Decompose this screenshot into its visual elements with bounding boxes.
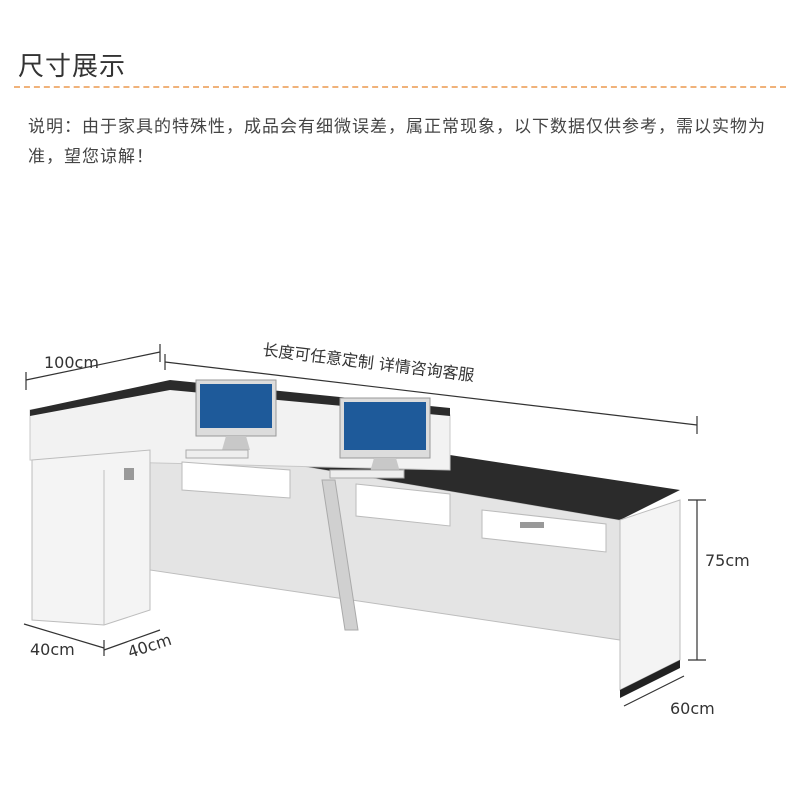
- disclaimer-note: 说明：由于家具的特殊性，成品会有细微误差，属正常现象，以下数据仅供参考，需以实物…: [28, 117, 766, 167]
- shelf-top: [30, 380, 450, 416]
- dim-depth: 60cm: [670, 699, 715, 718]
- drawer-handle-icon: [520, 522, 544, 528]
- desk-cabinet: [31, 449, 151, 626]
- desk-drawer: [481, 509, 607, 553]
- keyboard-right: [329, 469, 405, 479]
- dim-length-note: 长度可任意定制 详情咨询客服: [262, 340, 476, 385]
- monitor-right: [329, 397, 431, 479]
- dimension-lines: [23, 344, 706, 707]
- keyboard-left: [185, 449, 249, 459]
- keyboard-tray-right: [355, 483, 451, 527]
- dim-base-depth: 40cm: [30, 640, 75, 659]
- title-divider: [14, 86, 786, 88]
- keyboard-tray-left: [181, 461, 291, 499]
- desk-base-strip: [620, 660, 680, 698]
- dim-height: 75cm: [705, 551, 750, 570]
- section-title: 尺寸展示: [18, 52, 127, 82]
- monitor-left: [185, 379, 277, 459]
- desk-end-panel: [619, 499, 681, 691]
- dim-top-left-width: 100cm: [44, 353, 99, 372]
- cabinet-lock-icon: [124, 468, 134, 480]
- dim-base-width: 40cm: [125, 630, 173, 662]
- desk-diagonal-support: [321, 479, 359, 631]
